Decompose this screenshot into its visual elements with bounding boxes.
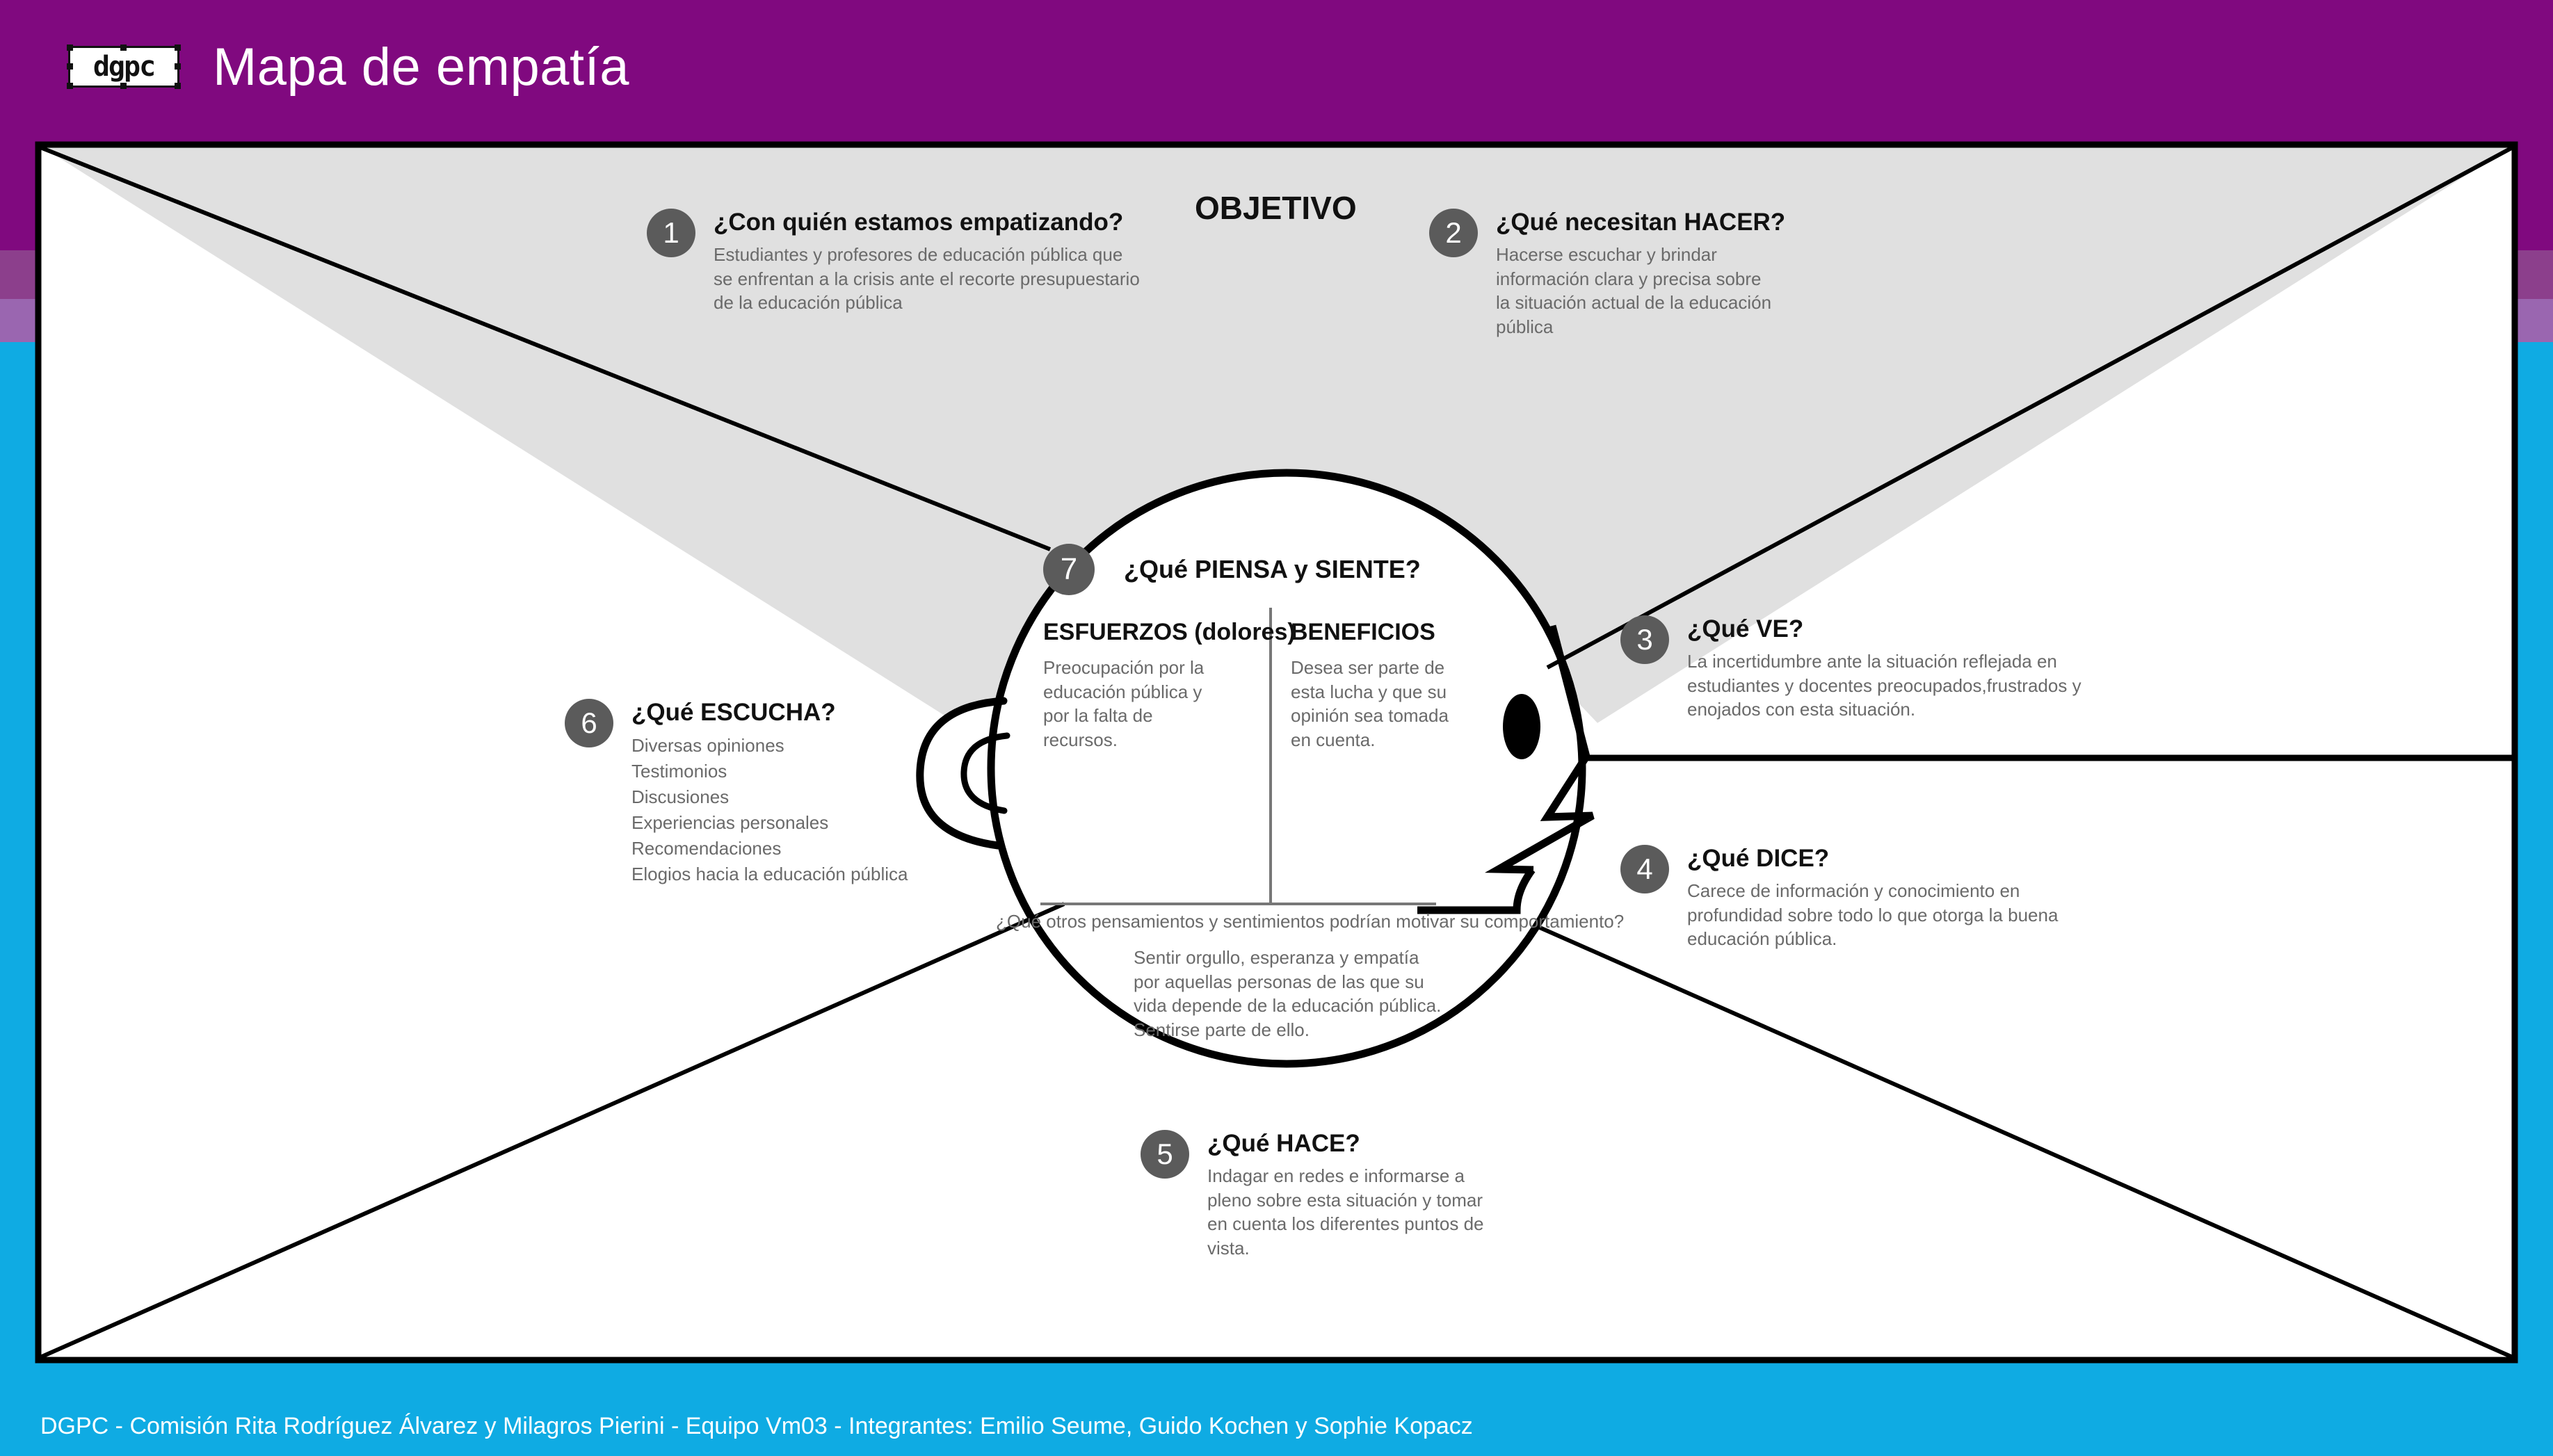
pains-heading: ESFUERZOS (dolores) [1043,619,1296,645]
divider-top-left [39,145,1052,551]
section-1: 1 ¿Con quién estamos empatizando? Estudi… [647,209,1140,315]
section-6-title: ¿Qué ESCUCHA? [631,699,836,726]
app-header: dgpc Mapa de empatía [0,0,2553,134]
section-2-number: 2 [1429,209,1478,257]
list-item: Recomendaciones [631,837,782,859]
section-1-description: Estudiantes y profesores de educación pú… [714,244,1140,314]
think-feel-answer: Sentir orgullo, esperanza y empatía por … [1134,947,1442,1040]
footer-credits: DGPC - Comisión Rita Rodríguez Álvarez y… [40,1412,1473,1439]
eye-icon [1503,694,1540,759]
section-7-title: ¿Qué PIENSA y SIENTE? [1124,555,1421,583]
section-3-description: La incertidumbre ante la situación refle… [1687,651,2081,720]
page-title: Mapa de empatía [213,37,629,97]
pains-body: Preocupación por la educación pública y … [1043,657,1205,750]
section-4-title: ¿Qué DICE? [1687,845,1830,872]
section-6-list: Diversas opiniones Testimonios Discusion… [631,733,908,887]
section-4-description: Carece de información y conocimiento en … [1687,880,2059,950]
section-7: 7 ¿Qué PIENSA y SIENTE? ESFUERZOS (dolor… [1043,544,1502,752]
divider-top-right [1546,145,2514,670]
ear-inner-icon [960,732,1010,814]
board-border [35,141,2518,1364]
selection-handle-top-right[interactable] [175,45,181,51]
gains-heading: BENEFICIOS [1291,619,1435,645]
pains-column: ESFUERZOS (dolores) Preocupación por la … [1043,619,1296,752]
nose-icon [1484,624,1595,874]
gains-column: BENEFICIOS Desea ser parte de esta lucha… [1270,619,1499,752]
ear-outer [916,697,1008,850]
section-5-description: Indagar en redes e informarse a pleno so… [1207,1165,1484,1259]
section-1-number: 1 [647,209,695,257]
selection-handle-middle-left[interactable] [67,63,73,70]
section-2-title: ¿Qué necesitan HACER? [1496,209,1786,236]
section-3: 3 ¿Qué VE? La incertidumbre ante la situ… [1620,615,2149,722]
section-5-title: ¿Qué HACE? [1207,1130,1360,1157]
divider-bottom-right [1532,923,2514,1359]
section-1-title: ¿Con quién estamos empatizando? [714,209,1124,236]
app-footer: DGPC - Comisión Rita Rodríguez Álvarez y… [0,1396,2553,1456]
section-5-number: 5 [1141,1130,1189,1179]
section-7-columns: ESFUERZOS (dolores) Preocupación por la … [1043,619,1502,752]
dgpc-logo: dgpc [67,45,181,89]
think-feel-question: ¿Qué otros pensamientos y sentimientos p… [996,911,1625,932]
list-item: Testimonios [631,760,727,782]
section-4: 4 ¿Qué DICE? Carece de información y con… [1620,845,2149,951]
section-2: 2 ¿Qué necesitan HACER? Hacerse escuchar… [1429,209,1846,339]
selection-handle-bottom-right[interactable] [175,83,181,89]
list-item: Elogios hacia la educación pública [631,863,908,884]
selection-handle-top-left[interactable] [67,45,73,51]
section-7-header: 7 ¿Qué PIENSA y SIENTE? [1043,544,1502,595]
selection-handle-middle-right[interactable] [175,63,181,70]
section-3-title: ¿Qué VE? [1687,615,1804,642]
section-4-number: 4 [1620,845,1669,893]
section-3-number: 3 [1620,615,1669,664]
selection-handle-bottom-left[interactable] [67,83,73,89]
section-2-description: Hacerse escuchar y brindar información c… [1496,244,1772,337]
list-item: Diversas opiniones [631,735,784,756]
section-5: 5 ¿Qué HACE? Indagar en redes e informar… [1141,1130,1530,1260]
selection-handle-top-middle[interactable] [120,45,127,51]
divider-bottom-left [39,902,1065,1359]
gains-body: Desea ser parte de esta lucha y que su o… [1291,657,1449,750]
list-item: Discusiones [631,786,730,807]
list-item: Experiencias personales [631,811,829,833]
mouth-icon [1417,867,1536,914]
selection-handle-bottom-middle[interactable] [120,83,127,89]
objective-label: OBJETIVO [1195,190,1357,226]
head-fill [991,473,1582,1064]
section-7-number: 7 [1043,544,1095,595]
section-6-number: 6 [565,699,613,747]
section-6: 6 ¿Qué ESCUCHA? Diversas opiniones Testi… [565,699,996,887]
logo-text: dgpc [92,51,156,83]
